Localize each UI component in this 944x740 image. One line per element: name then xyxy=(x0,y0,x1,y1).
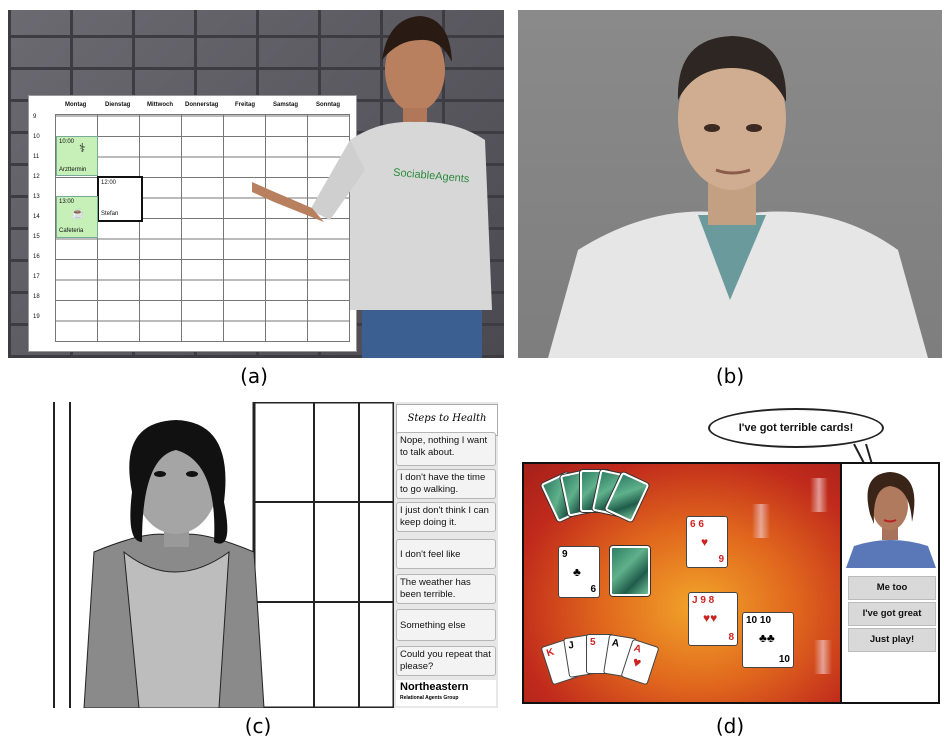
fading-card xyxy=(752,504,770,538)
doctor-agent-figure xyxy=(548,36,928,358)
playing-card-ten-clubs[interactable]: 10 10 ♣♣ 10 xyxy=(742,612,794,668)
draw-pile-icon[interactable] xyxy=(610,546,650,596)
coffee-icon: ☕ xyxy=(71,208,85,220)
playing-card-nine-clubs[interactable]: 9 ♣ 6 xyxy=(558,546,600,598)
panel-d-card-game: I've got terrible cards! 9 ♣ 6 6 6 ♥ 9 J… xyxy=(522,404,940,706)
panel-b-doctor-agent xyxy=(518,10,942,358)
event-time: 10:00 xyxy=(59,139,75,145)
caption-c: (c) xyxy=(244,714,272,738)
dialogue-option[interactable]: Something else xyxy=(396,609,496,641)
hour-label: 17 xyxy=(33,274,40,280)
walking-coach-agent-figure xyxy=(14,402,396,708)
day-header: Samstag xyxy=(273,102,299,108)
hour-label: 11 xyxy=(33,154,40,160)
doctor-icon: ⚕ xyxy=(79,141,86,155)
response-side-panel: Me too I've got great cards Just play! xyxy=(842,462,940,704)
speech-bubble: I've got terrible cards! xyxy=(708,408,884,448)
dialogue-option[interactable]: The weather has been terrible. xyxy=(396,574,496,604)
caption-d: (d) xyxy=(715,714,745,738)
calendar-event-selected[interactable]: 12:00 Stefan xyxy=(97,176,143,222)
dialogue-option[interactable]: Nope, nothing I want to talk about. xyxy=(396,432,496,466)
dialogue-option[interactable]: I just don't think I can keep doing it. xyxy=(396,502,496,532)
calendar-event[interactable]: 10:00 ⚕ Arzttermin xyxy=(56,136,98,176)
caption-b: (b) xyxy=(715,364,745,388)
dialogue-option[interactable]: I don't feel like walking. xyxy=(396,539,496,586)
playing-card-six-hearts[interactable]: 6 6 ♥ 9 xyxy=(686,516,728,568)
hour-label: 19 xyxy=(33,314,40,320)
fading-card xyxy=(810,478,828,512)
event-label: Cafeteria xyxy=(59,228,84,234)
calendar-grid xyxy=(55,114,350,342)
event-label: Stefan xyxy=(101,211,119,217)
panel-c-steps-to-health: Steps to Health Nope, nothing I want to … xyxy=(14,402,500,708)
day-header: Mittwoch xyxy=(147,102,173,108)
day-header: Sonntag xyxy=(316,102,340,108)
playing-card-jack-hearts[interactable]: J 9 8 ♥♥ 8 xyxy=(688,592,738,646)
just-play-button[interactable]: Just play! xyxy=(848,628,936,652)
northeastern-logo: Northeastern Relational Agents Group xyxy=(396,680,496,706)
day-header: Donnerstag xyxy=(185,102,219,108)
fading-card xyxy=(814,640,832,674)
dialogue-option[interactable]: Could you repeat that please? xyxy=(396,646,496,676)
panel-a-calendar-scene: Montag Dienstag Mittwoch Donnerstag Frei… xyxy=(8,10,504,358)
caption-a: (a) xyxy=(240,364,268,388)
dialogue-menu: Steps to Health Nope, nothing I want to … xyxy=(394,402,498,708)
hour-label: 16 xyxy=(33,254,40,260)
weekly-calendar: Montag Dienstag Mittwoch Donnerstag Frei… xyxy=(28,95,357,352)
card-table: 9 ♣ 6 6 6 ♥ 9 J 9 8 ♥♥ 8 10 10 ♣♣ 10 K J… xyxy=(522,462,842,704)
northeastern-text: Northeastern xyxy=(400,681,469,693)
day-header: Montag xyxy=(65,102,87,108)
hour-label: 15 xyxy=(33,234,40,240)
event-time: 13:00 xyxy=(59,199,75,205)
steps-logo-text: Steps to Health xyxy=(407,413,487,424)
hour-label: 12 xyxy=(33,174,40,180)
me-too-button[interactable]: Me too xyxy=(848,576,936,600)
event-label: Arzttermin xyxy=(59,167,87,173)
great-cards-button[interactable]: I've got great cards xyxy=(848,602,936,641)
card-player-agent-avatar xyxy=(846,472,936,568)
hour-label: 13 xyxy=(33,194,40,200)
calendar-event[interactable]: 13:00 ☕ Cafeteria xyxy=(56,196,98,238)
day-header: Dienstag xyxy=(105,102,131,108)
boy-agent-figure xyxy=(252,16,492,358)
hour-label: 9 xyxy=(33,114,37,120)
hour-label: 14 xyxy=(33,214,40,220)
day-header: Freitag xyxy=(235,102,256,108)
relational-agents-text: Relational Agents Group xyxy=(400,695,459,701)
hour-label: 18 xyxy=(33,294,40,300)
event-time: 12:00 xyxy=(101,180,117,186)
hour-label: 10 xyxy=(33,134,40,140)
dialogue-option[interactable]: I don't have the time to go walking. xyxy=(396,469,496,499)
